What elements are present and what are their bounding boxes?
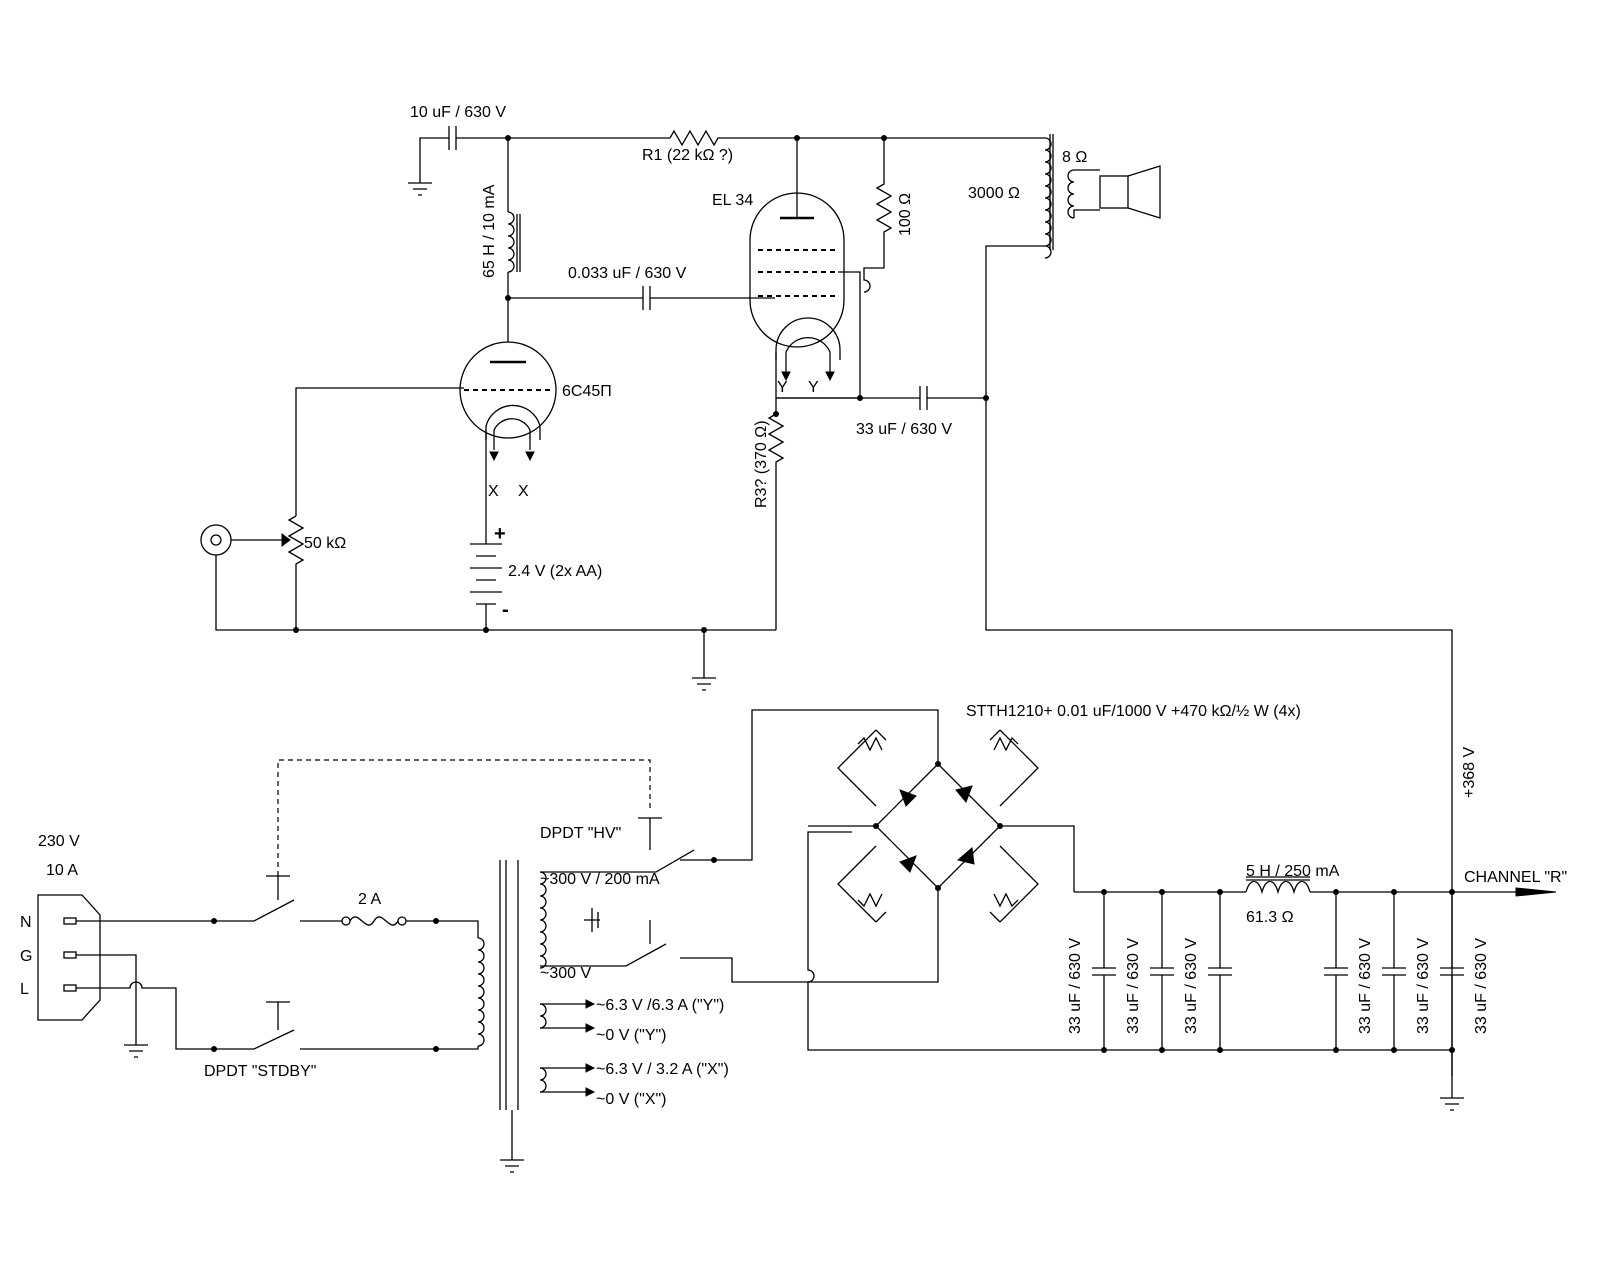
label-channel: CHANNEL "R" xyxy=(1464,869,1567,886)
bypass-cap xyxy=(776,386,1453,1076)
label-r1: R1 (22 kΩ ?) xyxy=(642,147,733,164)
wire-g3 xyxy=(838,271,861,398)
label-cap-input: 10 uF / 630 V xyxy=(410,104,506,121)
label-sec-hv2: ~300 V xyxy=(540,965,591,982)
switch-stdby[interactable] xyxy=(266,759,651,1050)
label-heater-y1: Y xyxy=(777,379,788,396)
tube-el34 xyxy=(749,138,860,399)
label-choke-res: 61.3 Ω xyxy=(1246,909,1294,926)
label-tube-input: 6C45П xyxy=(562,383,612,400)
wire-grid xyxy=(295,387,464,516)
input-jack-icon xyxy=(200,524,776,631)
label-switch-hv: DPDT "HV" xyxy=(540,825,621,842)
output-transformer xyxy=(985,134,1100,400)
label-bridge: STTH1210+ 0.01 uF/1000 V +470 kΩ/½ W (4x… xyxy=(966,703,1301,720)
wire-line xyxy=(76,981,295,1050)
label-r-screen: 100 Ω xyxy=(897,193,914,236)
label-fil-x0: ~0 V ("X") xyxy=(596,1091,667,1108)
label-choke-psu: 5 H / 250 mA xyxy=(1246,863,1340,880)
resistor-100 xyxy=(794,135,893,293)
potentiometer-50k xyxy=(287,515,305,633)
ground-icon xyxy=(692,627,716,691)
label-battery-plus: + xyxy=(494,523,506,545)
label-switch-stdby: DPDT "STDBY" xyxy=(204,1063,316,1080)
label-tube-power: EL 34 xyxy=(712,192,753,209)
label-filter-cap-5: 33 uF / 630 V xyxy=(1415,938,1432,1034)
label-filter-cap-1: 33 uF / 630 V xyxy=(1067,938,1084,1034)
wire-ground xyxy=(76,954,148,1058)
label-opt-primary: 3000 Ω xyxy=(968,185,1020,202)
label-fil-y: ~6.3 V /6.3 A ("Y") xyxy=(596,997,724,1014)
amplifier-section: 10 uF / 630 V R1 (22 kΩ ?) 65 H / 10 mA … xyxy=(200,104,1453,1076)
label-opt-secondary: 8 Ω xyxy=(1062,149,1087,166)
label-heater-y2: Y xyxy=(808,379,819,396)
label-fil-x: ~6.3 V / 3.2 A ("X") xyxy=(596,1061,729,1078)
label-fuse: 2 A xyxy=(358,891,381,908)
speaker-icon xyxy=(1099,165,1161,219)
label-pin-l: L xyxy=(20,981,29,998)
label-battery: 2.4 V (2x AA) xyxy=(508,563,602,580)
label-battery-minus: - xyxy=(502,599,509,621)
label-pin-n: N xyxy=(20,914,32,931)
label-filter-cap-6: 33 uF / 630 V xyxy=(1473,938,1490,1034)
resistor-r3 xyxy=(767,398,785,630)
label-pot: 50 kΩ xyxy=(304,535,346,552)
choke-5h xyxy=(1245,876,1557,897)
label-filter-cap-3: 33 uF / 630 V xyxy=(1183,938,1200,1034)
power-transformer xyxy=(433,849,695,1173)
tube-6c45 xyxy=(459,341,557,540)
power-supply-section: 230 V 10 A N G L DPDT "STDBY" xyxy=(20,703,1567,1173)
label-cap-bypass: 33 uF / 630 V xyxy=(856,421,952,438)
resistor-r1 xyxy=(669,129,1045,147)
label-heater-x2: X xyxy=(518,483,529,500)
label-fil-y0: ~0 V ("Y") xyxy=(596,1027,667,1044)
fuse-2a xyxy=(341,916,479,938)
filter-caps xyxy=(1092,889,1464,1111)
switch-hv[interactable] xyxy=(638,709,939,983)
label-cap-coupling: 0.033 uF / 630 V xyxy=(568,265,687,282)
iec-inlet xyxy=(37,894,101,1021)
input-cap-10uf xyxy=(408,126,670,196)
label-mains-a: 10 A xyxy=(46,862,78,879)
label-b-plus: +368 V xyxy=(1461,747,1478,798)
coupling-cap xyxy=(508,286,775,310)
label-mains-v: 230 V xyxy=(38,833,80,850)
wire-neutral xyxy=(76,899,295,922)
label-r3: R3? (370 Ω) xyxy=(753,420,770,508)
battery xyxy=(470,540,502,633)
label-choke-anode: 65 H / 10 mA xyxy=(481,184,498,278)
label-pin-g: G xyxy=(20,948,32,965)
choke-65h xyxy=(505,135,521,342)
bridge-rectifier xyxy=(807,729,1452,1051)
label-filter-cap-4: 33 uF / 630 V xyxy=(1357,938,1374,1034)
label-heater-x1: X xyxy=(488,483,499,500)
label-filter-cap-2: 33 uF / 630 V xyxy=(1125,938,1142,1034)
label-sec-hv: ~300 V / 200 mA xyxy=(540,871,660,888)
